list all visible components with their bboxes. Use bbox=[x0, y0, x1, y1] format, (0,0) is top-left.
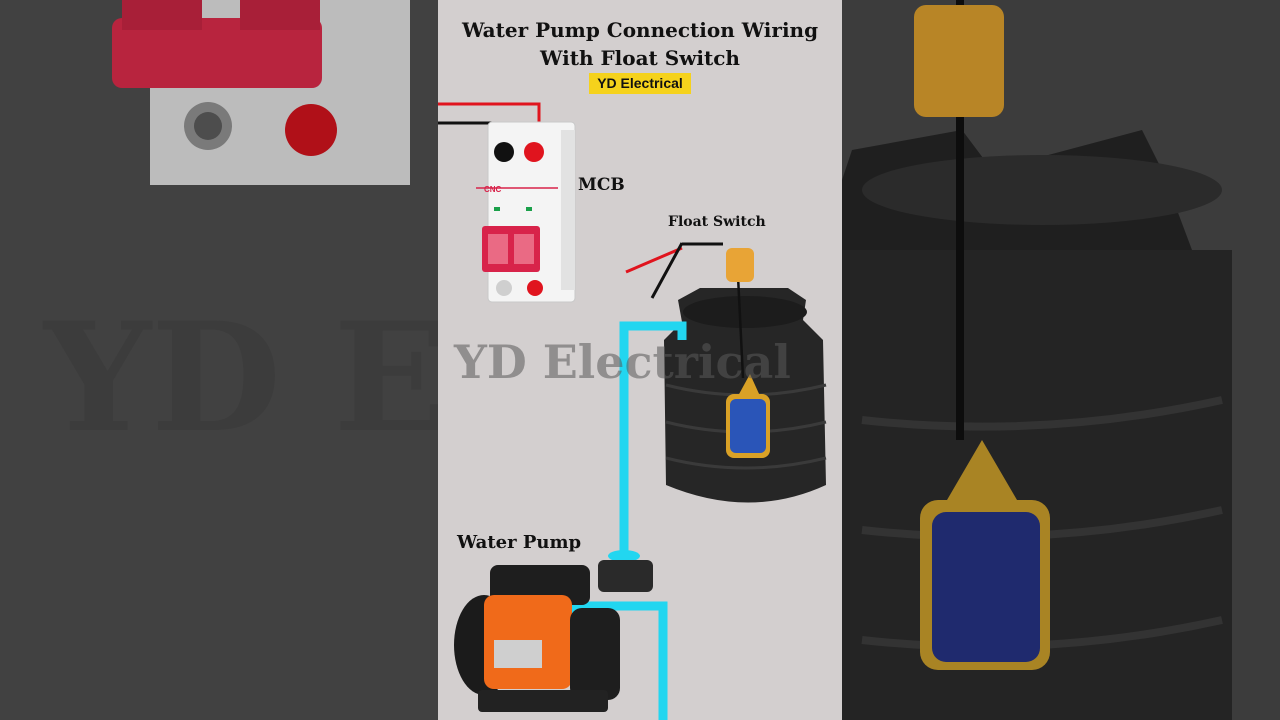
wiring-diagram-panel: Water Pump Connection Wiring With Float … bbox=[438, 0, 842, 720]
blurred-mcb-closeup bbox=[112, 0, 410, 185]
float-wire-live bbox=[625, 246, 683, 274]
mcb-breaker-icon bbox=[476, 121, 576, 303]
mcb-label: MCB bbox=[578, 175, 625, 195]
title-line-2: With Float Switch bbox=[540, 46, 740, 70]
water-pump-label: Water Pump bbox=[457, 532, 582, 553]
water-pump-icon bbox=[454, 560, 653, 712]
float-switch-icon bbox=[726, 248, 770, 458]
diagram-title: Water Pump Connection Wiring With Float … bbox=[438, 16, 842, 72]
background-left-panel: YD Electrical bbox=[0, 0, 438, 720]
float-switch-label: Float Switch bbox=[668, 214, 766, 230]
float-wire-neutral bbox=[650, 242, 684, 299]
title-line-1: Water Pump Connection Wiring bbox=[461, 18, 819, 42]
brand-badge: YD Electrical bbox=[589, 73, 691, 94]
mcb-logo: CNC bbox=[484, 185, 502, 194]
watermark-text-center: YD Electrical bbox=[454, 335, 791, 389]
delivery-pipe bbox=[619, 321, 687, 554]
wiring-diagram-graphics bbox=[438, 102, 827, 720]
background-right-panel bbox=[842, 0, 1280, 720]
watermark-text-left: YD Electrical bbox=[44, 290, 438, 466]
suction-pipe bbox=[578, 601, 668, 720]
blurred-tank-closeup bbox=[842, 0, 1232, 720]
